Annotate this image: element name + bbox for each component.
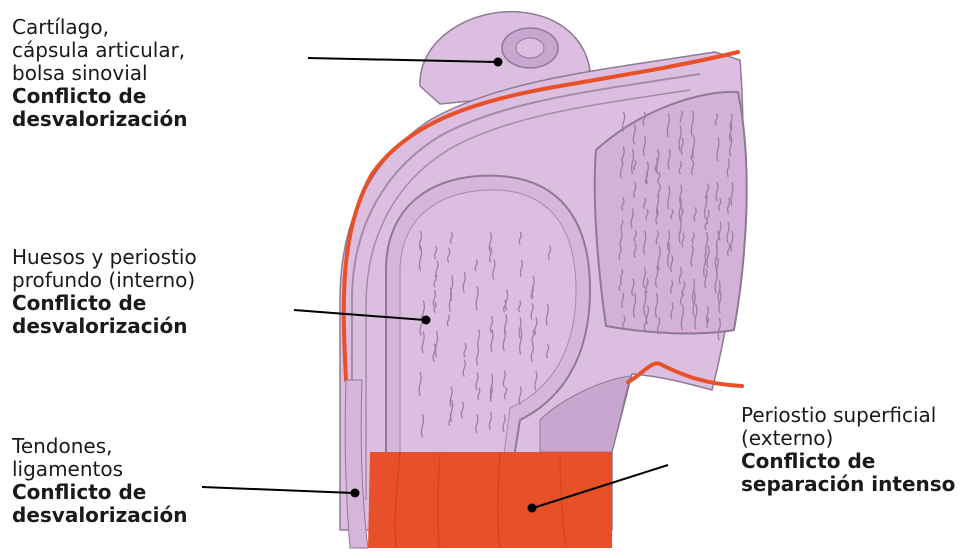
label-text: cápsula articular, xyxy=(12,39,187,62)
label-text: (externo) xyxy=(741,427,955,450)
conflict-text: desvalorización xyxy=(12,504,187,527)
label-tendons: Tendones, ligamentos Conflicto de desval… xyxy=(12,435,187,527)
label-bones: Huesos y periostio profundo (interno) Co… xyxy=(12,246,197,338)
label-text: Cartílago, xyxy=(12,16,187,39)
conflict-text: Conflicto de xyxy=(12,85,187,108)
label-text: ligamentos xyxy=(12,458,187,481)
conflict-text: Conflicto de xyxy=(741,450,955,473)
conflict-text: desvalorización xyxy=(12,108,187,131)
label-text: Huesos y periostio xyxy=(12,246,197,269)
conflict-text: desvalorización xyxy=(12,315,197,338)
label-periosteum: Periostio superficial (externo) Conflict… xyxy=(741,404,955,496)
conflict-text: Conflicto de xyxy=(12,481,187,504)
label-text: profundo (interno) xyxy=(12,269,197,292)
label-text: Tendones, xyxy=(12,435,187,458)
dot-cartilage xyxy=(494,58,503,67)
dot-tendons xyxy=(351,489,360,498)
periosteum-band xyxy=(368,452,612,548)
conflict-text: separación intenso xyxy=(741,473,955,496)
label-text: Periostio superficial xyxy=(741,404,955,427)
dot-periosteum xyxy=(528,504,537,513)
label-cartilage: Cartílago, cápsula articular, bolsa sino… xyxy=(12,16,187,131)
conflict-text: Conflicto de xyxy=(12,292,197,315)
label-text: bolsa sinovial xyxy=(12,62,187,85)
dot-bones xyxy=(422,316,431,325)
